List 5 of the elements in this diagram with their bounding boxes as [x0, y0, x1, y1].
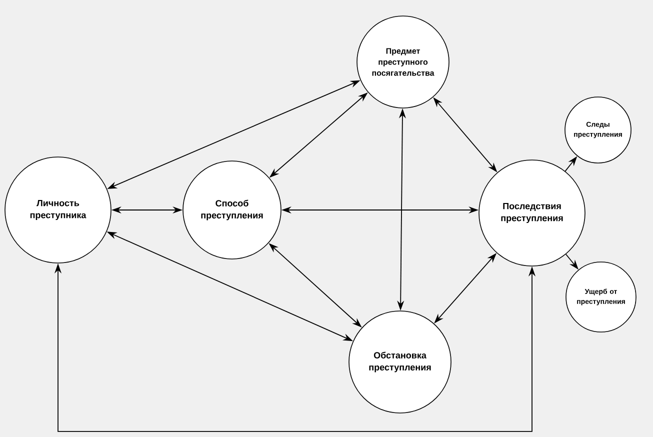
circle-node: Личность преступника	[4, 156, 112, 264]
circle-node: Предмет преступного посягательства	[356, 16, 450, 108]
circle-node: Способ преступления	[182, 160, 282, 260]
circle-node: Последствия преступления	[478, 160, 586, 266]
circle-node: Обстановка преступления	[348, 310, 452, 414]
